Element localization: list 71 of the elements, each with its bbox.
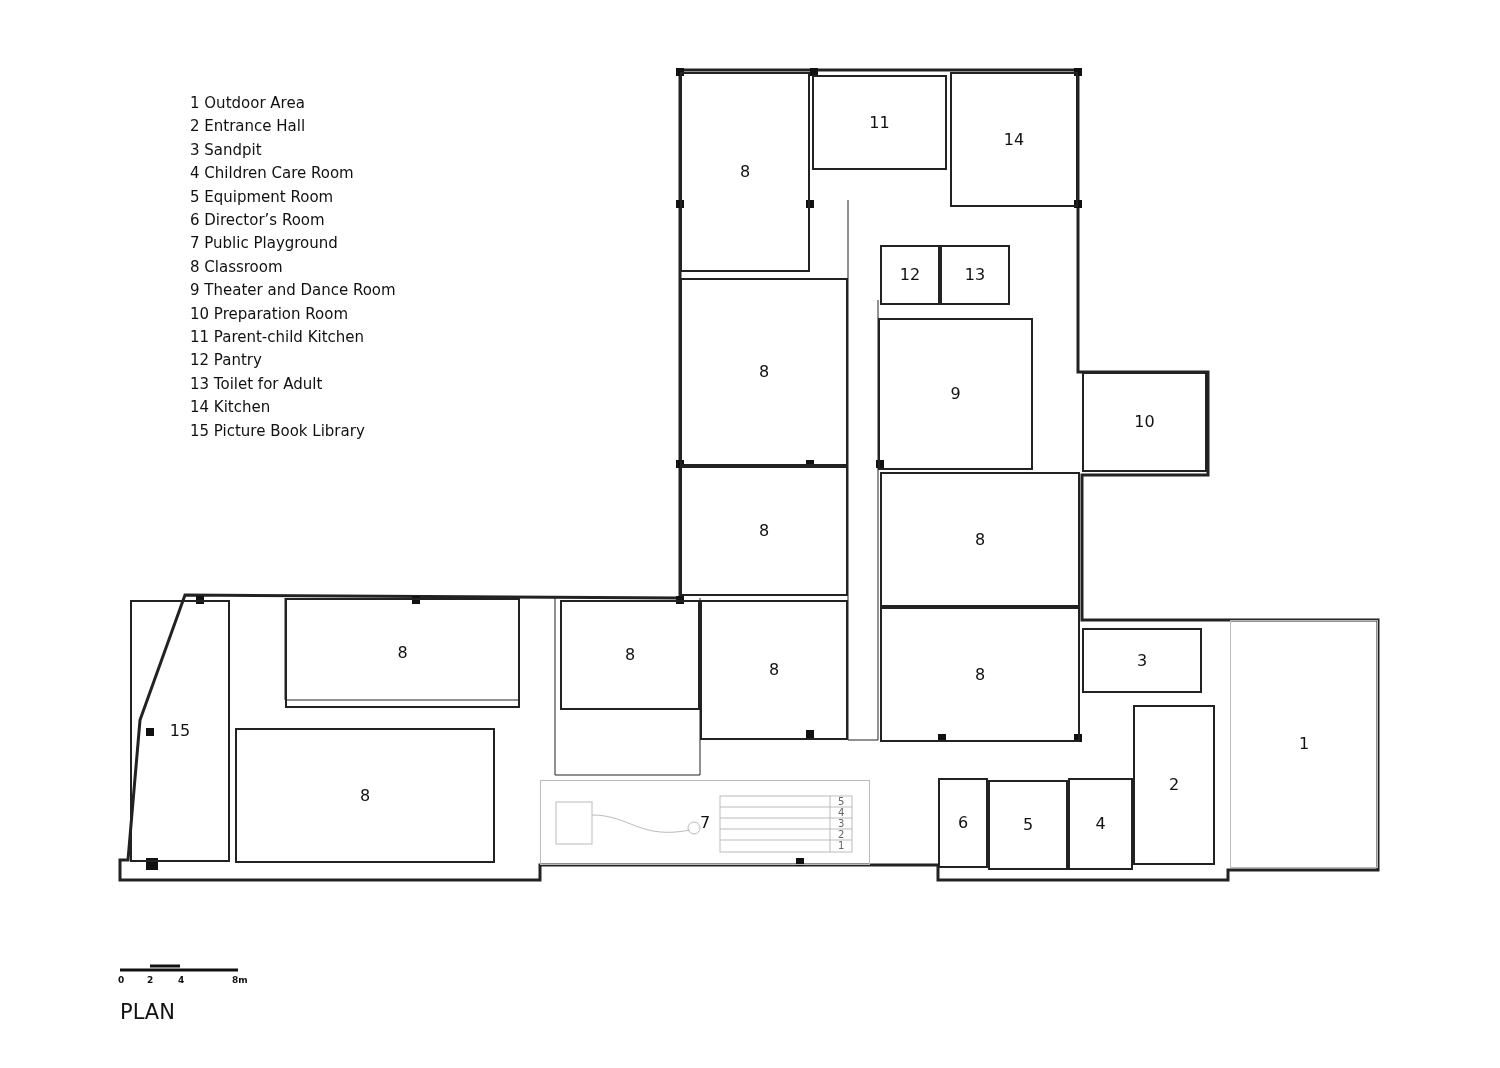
legend-entry: 5 Equipment Room bbox=[190, 187, 334, 206]
room-outline bbox=[560, 600, 700, 710]
room-number: 5 bbox=[1022, 816, 1034, 834]
room-number: 15 bbox=[169, 722, 191, 740]
legend-entry: 3 Sandpit bbox=[190, 140, 262, 159]
room-number: 6 bbox=[957, 814, 969, 832]
room-number: 9 bbox=[950, 385, 961, 403]
room-outline bbox=[938, 778, 988, 868]
room-number: 4 bbox=[1095, 815, 1106, 833]
room-number: 11 bbox=[869, 113, 890, 132]
legend-entry: 2 Entrance Hall bbox=[190, 117, 306, 136]
room-outline bbox=[1082, 372, 1207, 472]
room-number: 8 bbox=[739, 163, 751, 181]
room-outline bbox=[680, 278, 848, 466]
room-number: 2 bbox=[1168, 776, 1180, 794]
room-outline bbox=[130, 600, 230, 862]
room-number: 1 bbox=[1298, 735, 1310, 753]
room-number: 3 bbox=[1136, 651, 1148, 670]
room-outline bbox=[1133, 705, 1215, 865]
room-outline bbox=[988, 780, 1068, 870]
room-outline bbox=[235, 728, 495, 863]
room-number: 8 bbox=[397, 644, 408, 662]
room-outline bbox=[878, 318, 1033, 470]
lane-number: 1 bbox=[838, 840, 845, 851]
room-outline bbox=[812, 75, 947, 170]
room-outline bbox=[880, 607, 1080, 742]
room-outline bbox=[880, 245, 940, 305]
legend-entry: 6 Director’s Room bbox=[190, 211, 325, 229]
room-outline bbox=[880, 472, 1080, 607]
plan-title: PLAN bbox=[120, 1000, 175, 1024]
room-number: 13 bbox=[964, 266, 986, 284]
room-outline bbox=[700, 600, 848, 740]
legend-entry: 10 Preparation Room bbox=[190, 304, 348, 323]
scale-label: 2 bbox=[147, 975, 154, 985]
legend-entry: 8 Classroom bbox=[190, 257, 283, 276]
lane-number: 2 bbox=[838, 829, 845, 840]
room-outline bbox=[1068, 778, 1133, 870]
scale-label: 4 bbox=[178, 975, 185, 985]
room-number: 8 bbox=[624, 646, 636, 664]
legend-entry: 7 Public Playground bbox=[190, 234, 338, 253]
lane-number: 3 bbox=[838, 818, 845, 829]
lane-number: 4 bbox=[838, 807, 845, 818]
room-outline bbox=[680, 466, 848, 596]
legend-entry: 9 Theater and Dance Room bbox=[190, 281, 396, 300]
room-number: 7 bbox=[699, 813, 711, 832]
outdoor-area-outline bbox=[540, 780, 870, 865]
room-number: 8 bbox=[758, 522, 770, 540]
scale-label: 8m bbox=[232, 975, 248, 985]
legend-entry: 15 Picture Book Library bbox=[190, 421, 365, 440]
lane-number: 5 bbox=[838, 796, 845, 807]
room-number: 8 bbox=[974, 530, 986, 549]
room-number: 8 bbox=[974, 665, 986, 684]
room-outline bbox=[1082, 628, 1202, 693]
room-number: 14 bbox=[1003, 130, 1025, 149]
room-number: 8 bbox=[758, 363, 770, 381]
room-outline bbox=[950, 72, 1078, 207]
room-outline bbox=[285, 598, 520, 708]
scale-label: 0 bbox=[118, 975, 125, 985]
legend-entry: 4 Children Care Room bbox=[190, 164, 354, 183]
room-number: 8 bbox=[359, 786, 371, 805]
room-outline bbox=[680, 72, 810, 272]
outdoor-area-outline bbox=[1230, 620, 1378, 868]
legend-entry: 12 Pantry bbox=[190, 351, 262, 370]
legend-entry: 13 Toilet for Adult bbox=[190, 374, 323, 393]
legend-entry: 1 Outdoor Area bbox=[190, 94, 305, 112]
legend-entry: 14 Kitchen bbox=[190, 398, 271, 417]
legend-entry: 11 Parent-child Kitchen bbox=[190, 328, 365, 346]
room-number: 8 bbox=[768, 661, 780, 679]
room-outline bbox=[940, 245, 1010, 305]
room-number: 10 bbox=[1134, 413, 1155, 431]
room-number: 12 bbox=[899, 266, 921, 284]
